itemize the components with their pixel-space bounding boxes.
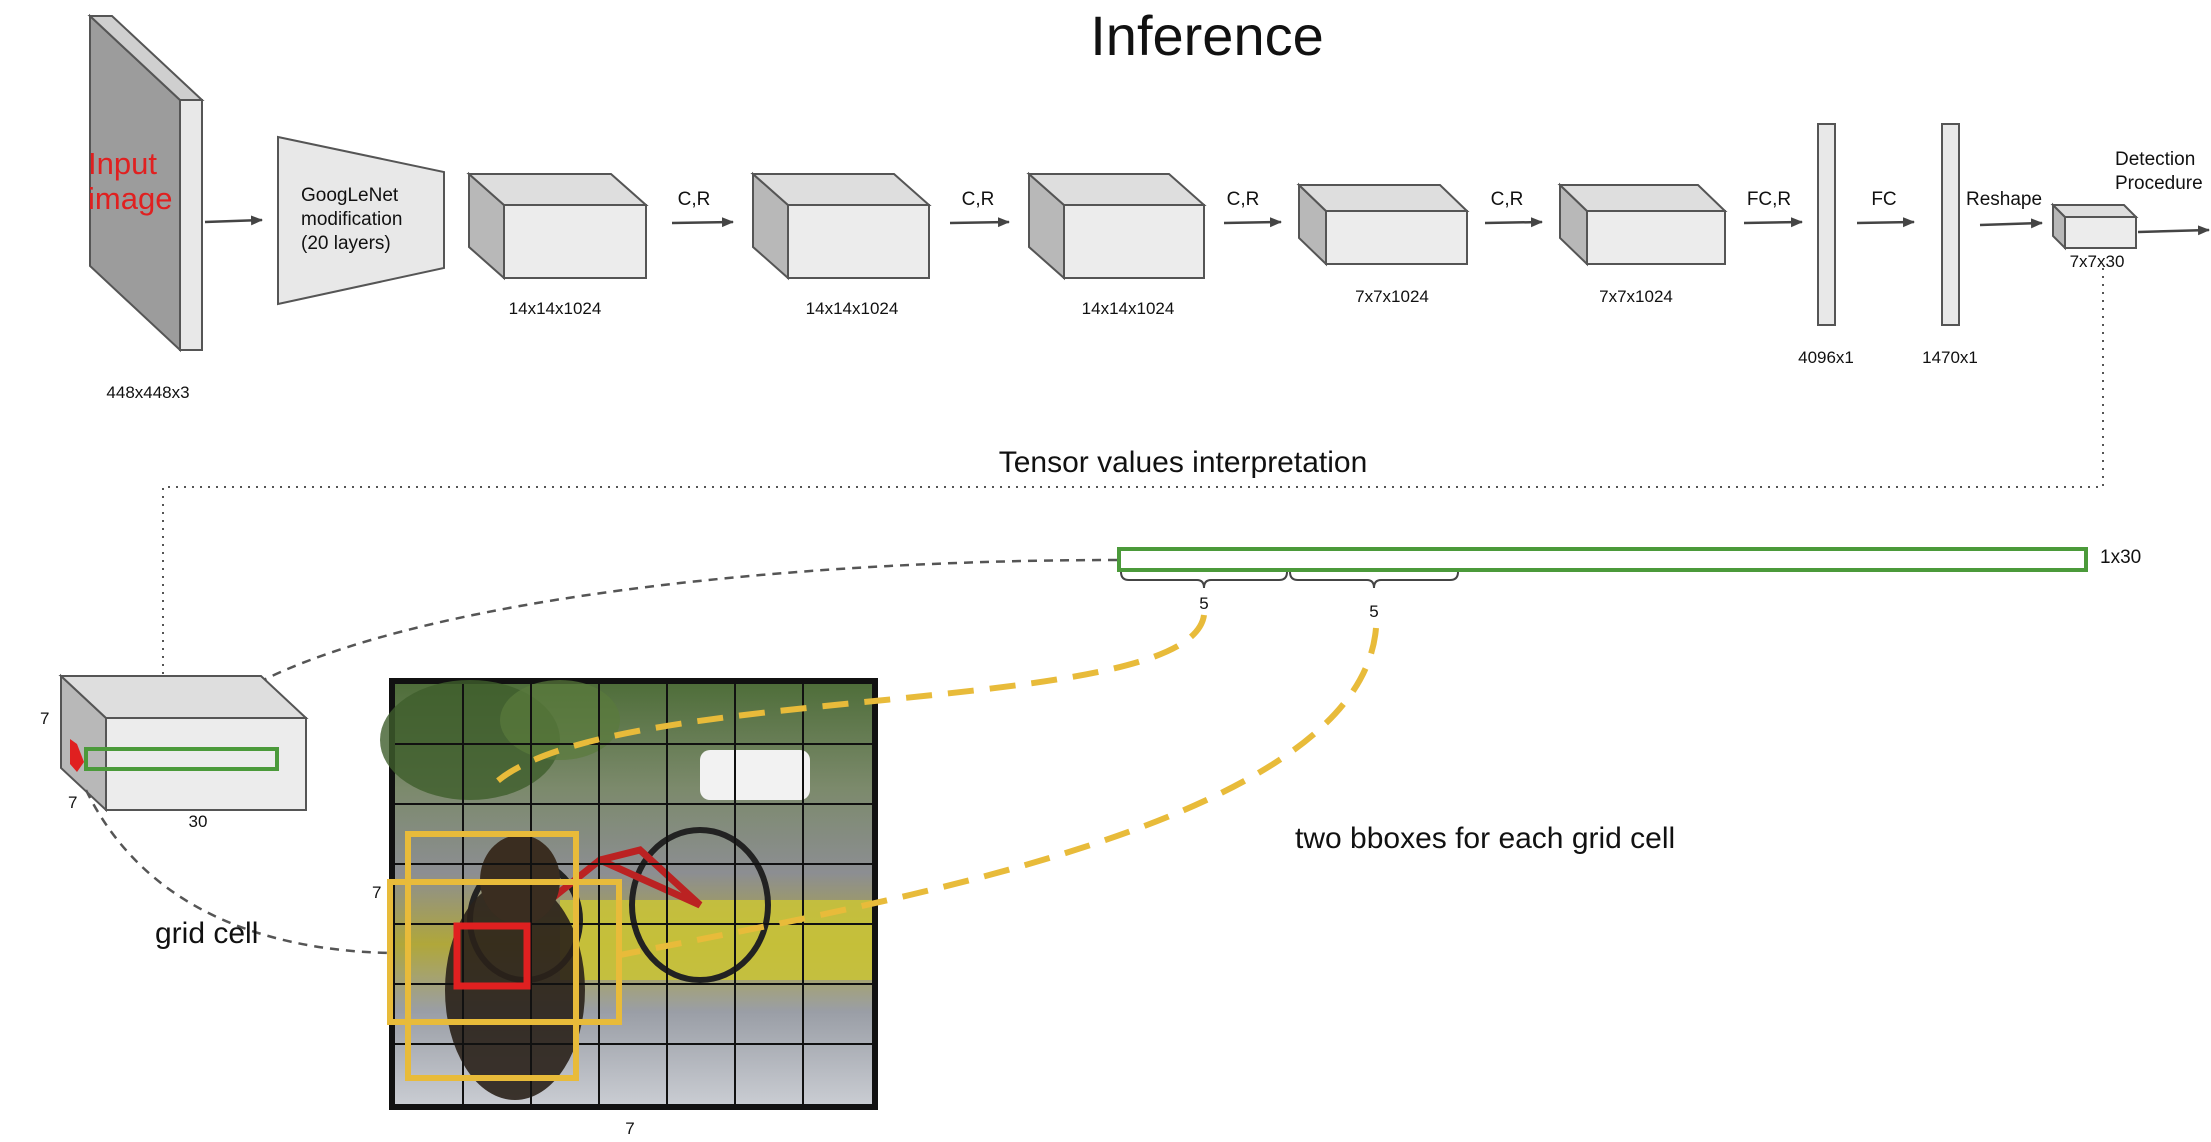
tensor-gridcell-curve <box>84 789 391 955</box>
block-1-dims: 14x14x1024 <box>509 299 602 318</box>
conv-block-3 <box>1026 171 1207 281</box>
brace-1-label: 5 <box>1199 594 1208 613</box>
arrow-7 <box>1979 218 2043 229</box>
arrow-3 <box>1223 217 1282 228</box>
input-photo <box>380 680 872 1104</box>
tensor-grid-cell-red <box>70 739 84 772</box>
op-2: C,R <box>962 189 995 210</box>
block-2-dims: 14x14x1024 <box>806 299 899 318</box>
block-3-dims: 14x14x1024 <box>1082 299 1175 318</box>
diagram-title: Inference <box>1090 4 1324 67</box>
googlenet-block <box>277 135 445 306</box>
op-1: C,R <box>678 189 711 210</box>
googlenet-label-3: (20 layers) <box>301 233 391 254</box>
op-5: FC,R <box>1747 189 1791 210</box>
two-bboxes-label: two bboxes for each grid cell <box>1295 822 1675 855</box>
op-4: C,R <box>1491 189 1524 210</box>
image-rows-label: 7 <box>372 883 381 902</box>
tensor-cell-vector <box>84 747 279 771</box>
interpretation-title: Tensor values interpretation <box>999 446 1368 479</box>
detection-label-1: Detection <box>2115 149 2195 170</box>
op-6: FC <box>1871 189 1896 210</box>
output-vector-1x30 <box>1117 547 2088 572</box>
output-tensor-block <box>2050 202 2139 251</box>
googlenet-label-1: GoogLeNet <box>301 185 399 206</box>
detection-label-2: Procedure <box>2115 173 2203 194</box>
arrow-2 <box>949 217 1010 228</box>
brace-2-label: 5 <box>1369 602 1378 621</box>
grid-cell-label: grid cell <box>155 917 258 950</box>
tensor-dim-w: 7 <box>68 793 77 812</box>
fc-4096-dims: 4096x1 <box>1798 348 1854 367</box>
grid-cell-highlight <box>453 922 531 990</box>
image-cols-label: 7 <box>625 1119 634 1138</box>
arrow-1 <box>671 217 734 228</box>
block-4-dims: 7x7x1024 <box>1355 287 1429 306</box>
brace-1 <box>1120 571 1288 589</box>
conv-block-2 <box>750 171 932 281</box>
arrow-input-googlenet <box>204 215 263 226</box>
fc-layer-4096 <box>1817 123 1836 326</box>
fc-layer-1470 <box>1941 123 1960 326</box>
brace-2 <box>1289 571 1459 589</box>
input-image-label: Input <box>88 146 157 181</box>
googlenet-label-2: modification <box>301 209 402 230</box>
conv-block-5 <box>1557 182 1728 267</box>
bbox-2 <box>387 879 622 1025</box>
conv-block-4 <box>1296 182 1470 267</box>
conv-block-1 <box>466 171 649 281</box>
bbox-1 <box>405 831 579 1081</box>
input-image-label-2: image <box>88 181 172 216</box>
op-3: C,R <box>1227 189 1260 210</box>
vector-dims: 1x30 <box>2100 547 2141 568</box>
tensor-dim-d: 30 <box>189 812 208 831</box>
input-image-slab <box>87 13 205 353</box>
arrow-6 <box>1856 217 1915 228</box>
fc-1470-dims: 1470x1 <box>1922 348 1978 367</box>
tensor-dim-h: 7 <box>40 709 49 728</box>
arrow-5 <box>1743 217 1803 228</box>
bbox-link-curve-2 <box>619 627 1379 958</box>
arrow-output <box>2137 225 2210 236</box>
block-5-dims: 7x7x1024 <box>1599 287 1673 306</box>
arrow-4 <box>1484 217 1543 228</box>
tensor-box-7x7x30 <box>58 673 309 813</box>
op-7: Reshape <box>1966 189 2042 210</box>
output-dims: 7x7x30 <box>2070 252 2125 271</box>
input-dims: 448x448x3 <box>106 383 189 402</box>
bbox-link-curve-1 <box>489 614 1207 789</box>
